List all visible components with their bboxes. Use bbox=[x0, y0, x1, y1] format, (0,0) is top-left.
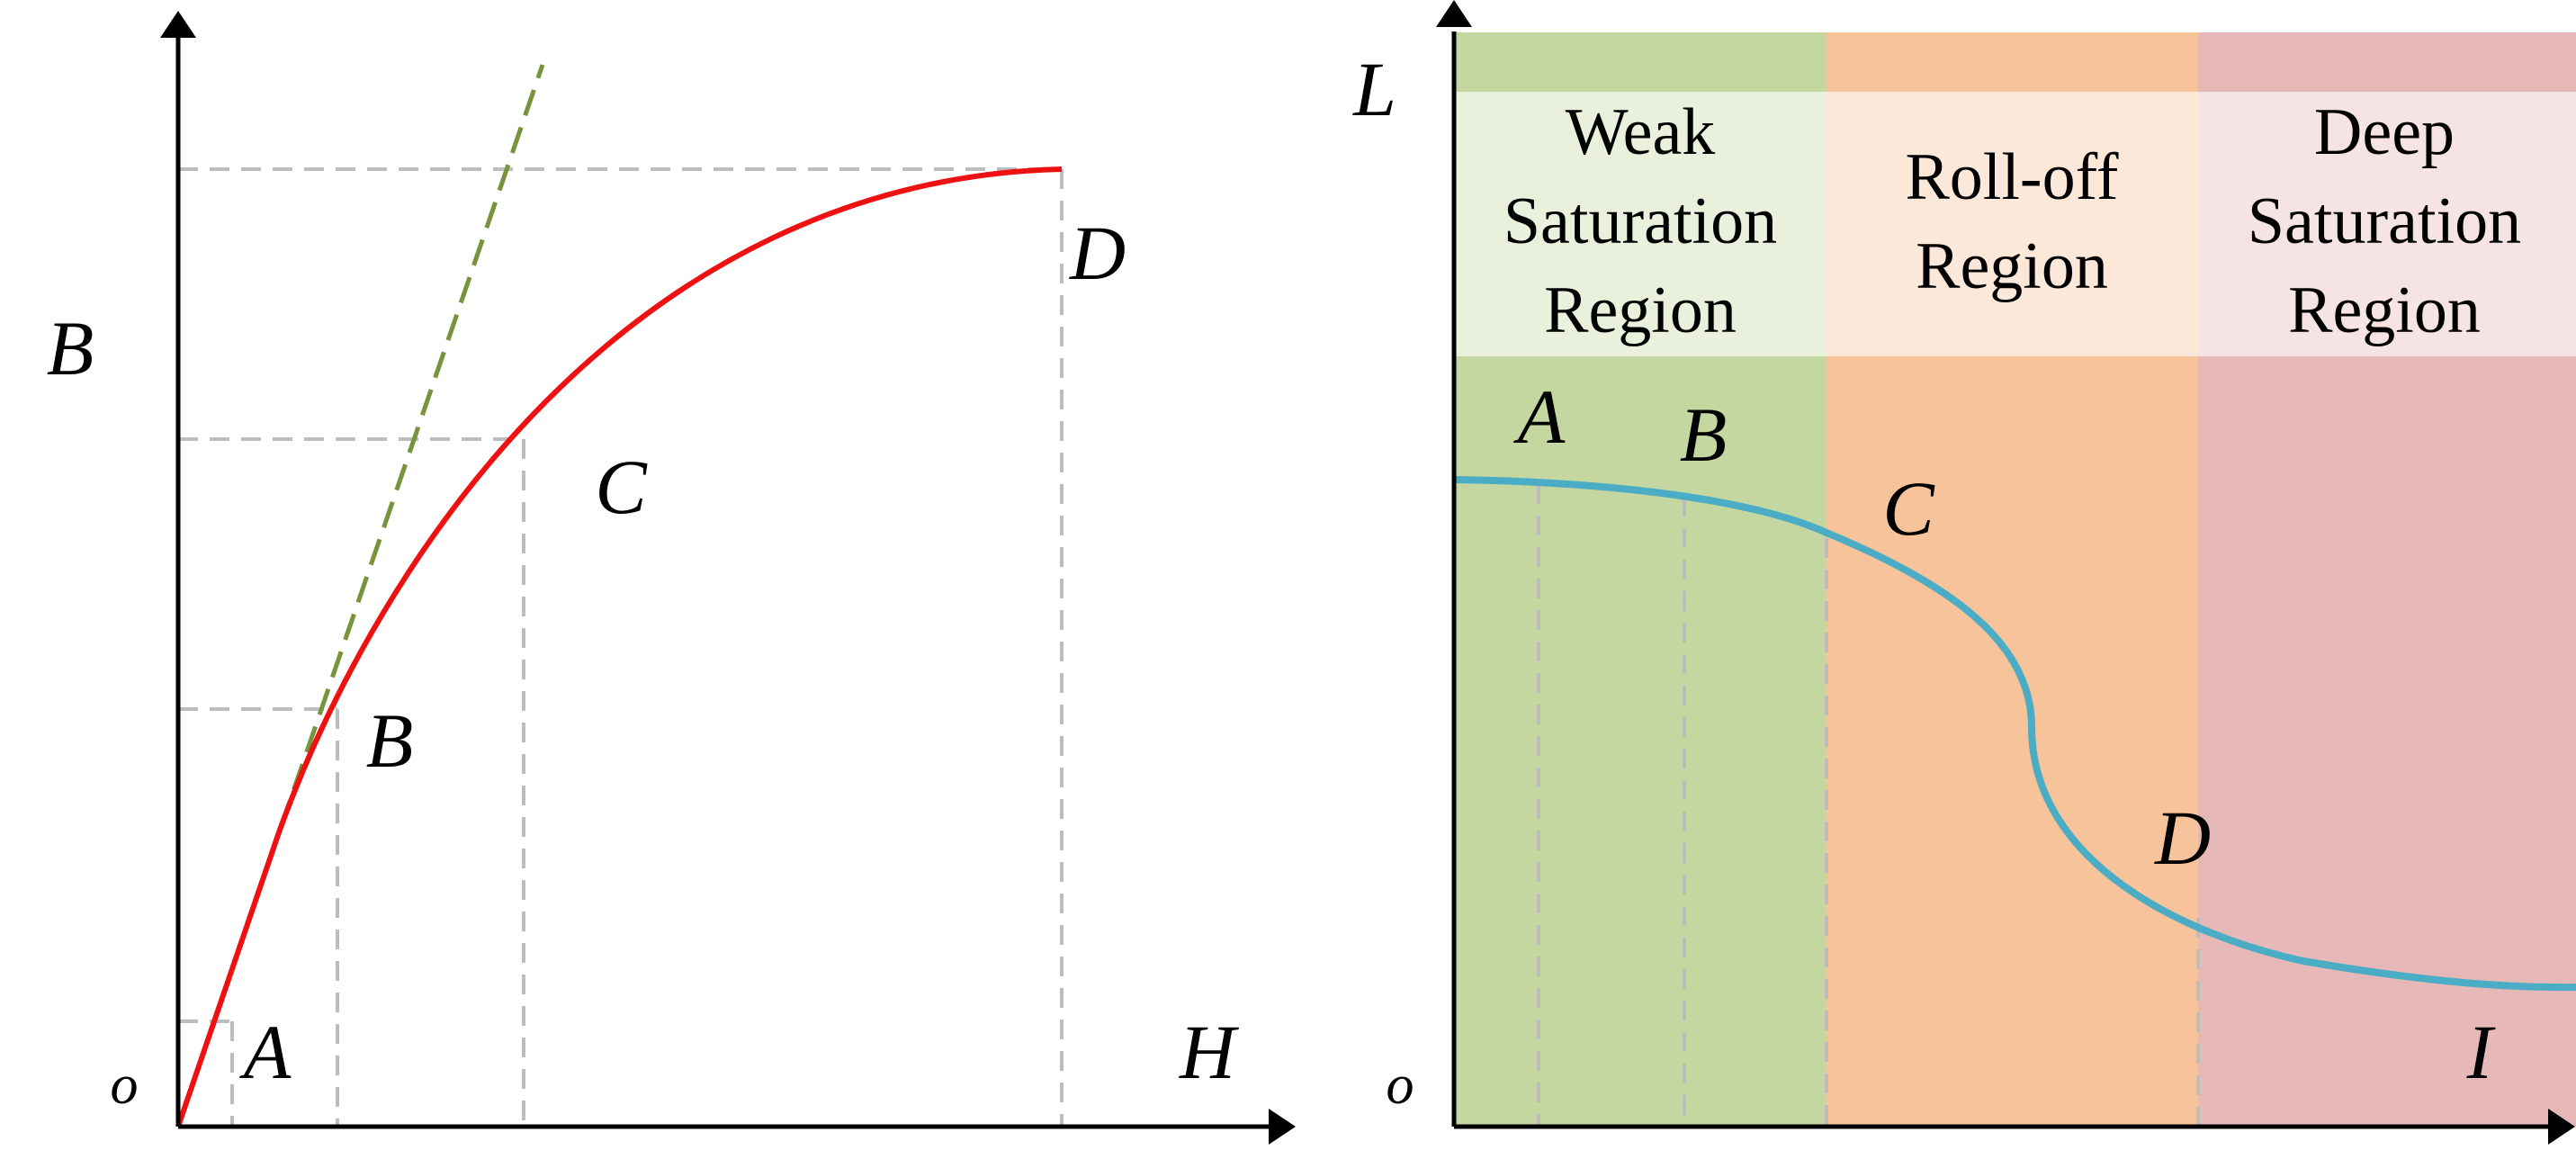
bh-curve bbox=[175, 166, 1063, 1128]
bh-guides bbox=[178, 167, 1064, 1127]
initial-tangent-line bbox=[175, 64, 545, 1128]
region-roll-off-line-1: Roll-off bbox=[1905, 140, 2118, 214]
bh-y-axis-arrow-icon bbox=[160, 11, 196, 38]
bh-x-axis-arrow-icon bbox=[1269, 1109, 1296, 1145]
region-roll-off-line-2: Region bbox=[1916, 229, 2108, 303]
li-x-axis-label: I bbox=[2466, 1009, 2496, 1095]
bh-point-c-label: C bbox=[595, 444, 648, 530]
bh-point-b-label: B bbox=[366, 697, 414, 784]
region-deep-saturation-line-2: Saturation bbox=[2248, 184, 2521, 258]
li-y-axis-label: L bbox=[1351, 46, 1396, 132]
li-panel: Weak Saturation Region Roll-off Region D… bbox=[1351, 0, 2576, 1145]
region-roll-off-label-box bbox=[1827, 92, 2198, 356]
bh-x-axis-label: H bbox=[1179, 1009, 1239, 1095]
bh-point-d-label: D bbox=[1069, 210, 1126, 296]
bh-origin-label: o bbox=[111, 1055, 139, 1116]
li-point-c-label: C bbox=[1882, 465, 1935, 552]
region-weak-saturation-line-1: Weak bbox=[1566, 95, 1716, 169]
region-weak-saturation-line-3: Region bbox=[1544, 274, 1737, 347]
region-weak-saturation-line-2: Saturation bbox=[1503, 184, 1777, 258]
li-origin-label: o bbox=[1387, 1055, 1414, 1116]
li-point-b-label: B bbox=[1680, 391, 1728, 478]
bh-y-axis-label: B bbox=[47, 305, 94, 391]
bh-panel: B H o A B C D bbox=[47, 11, 1296, 1145]
li-x-axis-arrow-icon bbox=[2548, 1109, 2575, 1145]
li-point-a-label: A bbox=[1513, 373, 1566, 460]
region-deep-saturation-line-1: Deep bbox=[2314, 95, 2455, 169]
inductance-curve bbox=[1453, 476, 2576, 992]
li-point-d-label: D bbox=[2154, 795, 2211, 881]
region-deep-saturation-line-3: Region bbox=[2288, 274, 2481, 347]
region-weak-saturation-label-box bbox=[1454, 92, 1827, 356]
bh-point-a-label: A bbox=[239, 1009, 292, 1095]
li-y-axis-arrow-icon bbox=[1436, 0, 1472, 27]
region-deep-saturation-label-box bbox=[2198, 92, 2576, 356]
